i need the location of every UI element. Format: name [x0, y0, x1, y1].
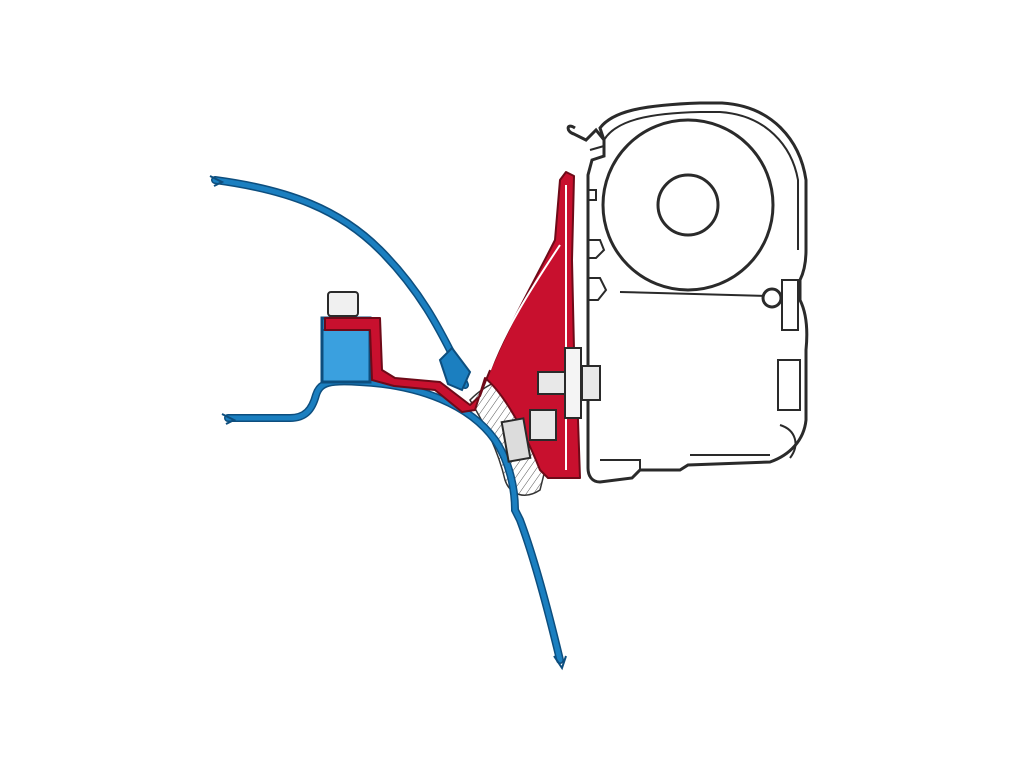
roller-pivot [761, 287, 783, 309]
bolt [500, 347, 601, 463]
bolt-plate [564, 347, 582, 419]
vehicle-side-wall-profile [221, 377, 567, 671]
block-cap [327, 291, 359, 317]
roller-axle [656, 173, 720, 237]
roof-clip [438, 346, 472, 392]
roof-rail-block [320, 291, 372, 384]
vehicle-roof-profile [209, 175, 472, 392]
cassette-hook [566, 124, 606, 142]
bolt-nut [529, 409, 557, 441]
fabric-roller [601, 118, 783, 309]
mounting-adapter-bracket [324, 171, 581, 479]
bolt-washer [500, 417, 532, 463]
bolt-head [581, 365, 601, 401]
